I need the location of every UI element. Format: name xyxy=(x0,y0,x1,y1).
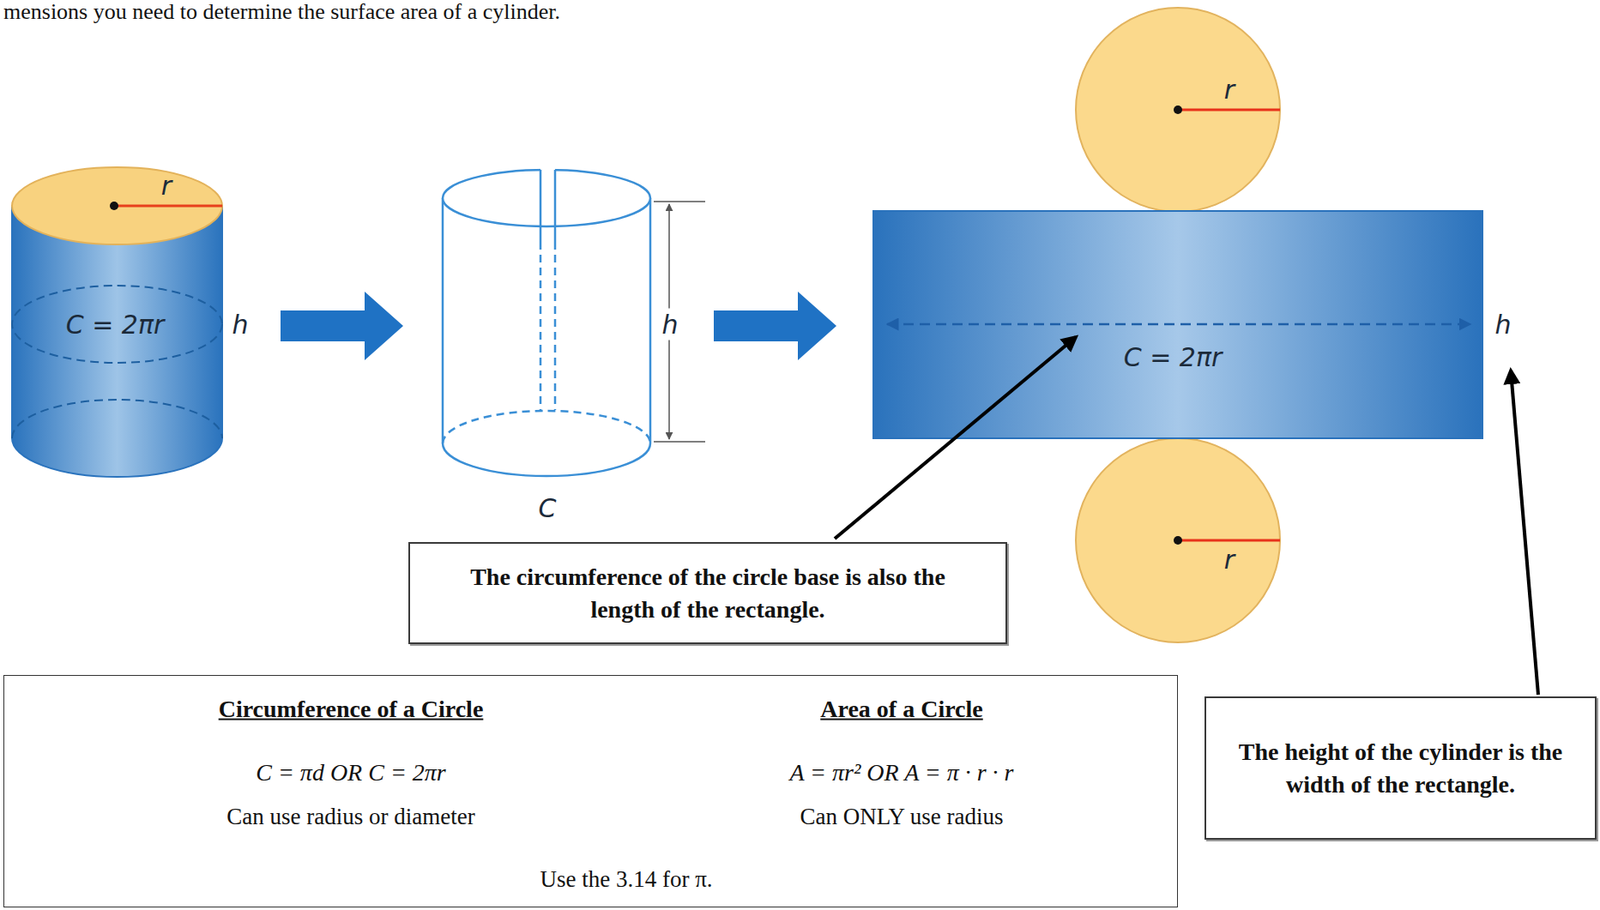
height-label: h xyxy=(1494,310,1511,339)
formula-note: Use the 3.14 for π. xyxy=(539,867,713,894)
radius-label: r xyxy=(1224,75,1235,104)
circumference-label: C xyxy=(538,494,557,523)
formula-heading: Area of a Circle xyxy=(820,696,983,724)
leader-arrow xyxy=(1510,370,1539,695)
callout-text: The height of the cylinder is the width … xyxy=(1231,736,1570,802)
height-label: h xyxy=(231,310,248,339)
formula: C = πd OR C = 2πr xyxy=(255,760,446,787)
cylinder-solid xyxy=(12,167,223,477)
formula-heading: Circumference of a Circle xyxy=(218,696,484,724)
circumference-label: C = 2πr xyxy=(66,310,165,339)
callout-box: The circumference of the circle base is … xyxy=(408,542,1008,645)
formula: A = πr² OR A = π · r · r xyxy=(790,760,1015,787)
height-label: h xyxy=(658,308,681,341)
formula-note: Can use radius or diameter xyxy=(226,804,475,831)
formula-box: Circumference of a Circle C = πd OR C = 2… xyxy=(3,675,1178,908)
step-arrow xyxy=(713,291,837,361)
radius-label: r xyxy=(1224,545,1235,574)
callout-box: The height of the cylinder is the width … xyxy=(1204,696,1597,840)
leader-arrow xyxy=(834,337,1076,539)
radius-label: r xyxy=(161,171,172,200)
step-arrow xyxy=(280,291,404,361)
circumference-label: C = 2πr xyxy=(1123,343,1223,372)
heading-fragment: mensions you need to determine the surfa… xyxy=(3,0,561,25)
cylinder-open xyxy=(442,163,651,477)
formula-note: Can ONLY use radius xyxy=(799,804,1003,831)
callout-text: The circumference of the circle base is … xyxy=(435,561,980,627)
height-dimension xyxy=(653,201,706,442)
